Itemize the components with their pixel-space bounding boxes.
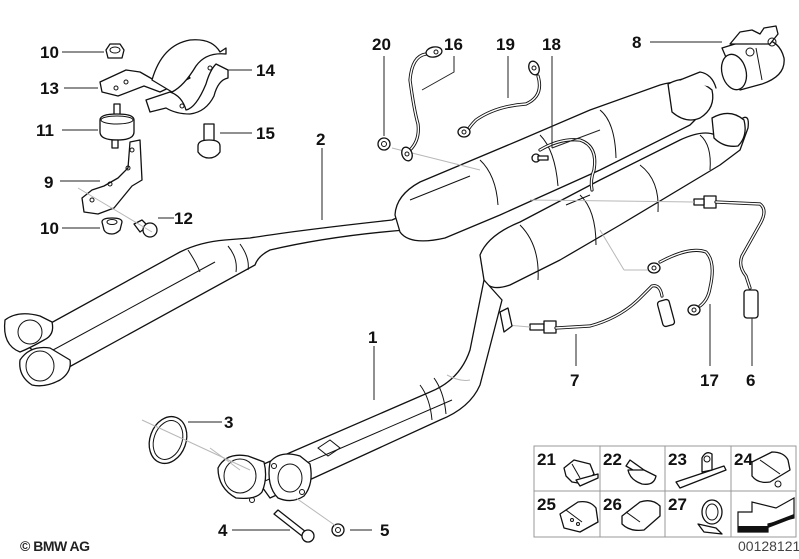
svg-text:22: 22 <box>603 450 622 469</box>
ground-strap-19[interactable] <box>457 60 542 138</box>
callout-16[interactable]: 16 <box>444 35 463 54</box>
callout-17[interactable]: 17 <box>700 371 719 390</box>
callout-4[interactable]: 4 <box>218 521 228 540</box>
cable-clip-icon <box>563 459 599 487</box>
svg-text:24: 24 <box>734 450 753 469</box>
flange-lower-front-1 <box>217 454 267 500</box>
legend-cell-22[interactable]: 22 <box>603 450 657 485</box>
strap-clip-icon <box>751 451 791 488</box>
callout-1[interactable]: 1 <box>368 328 377 347</box>
document-number: 00128121 <box>738 538 799 554</box>
pipe-clamp-8[interactable] <box>718 25 785 92</box>
callout-12[interactable]: 12 <box>174 209 193 228</box>
front-pipe-assembly[interactable] <box>3 71 749 503</box>
eyelet-clip-icon <box>675 452 727 489</box>
flange-upper-left <box>3 313 54 353</box>
flange-lower-front-2 <box>268 453 312 502</box>
nut-10-top[interactable] <box>105 43 125 59</box>
callout-10-bottom[interactable]: 10 <box>40 219 59 238</box>
callout-6[interactable]: 6 <box>746 371 755 390</box>
nut-10-bottom[interactable] <box>101 217 123 235</box>
oxygen-sensor-6[interactable] <box>693 195 766 319</box>
callout-2[interactable]: 2 <box>316 130 325 149</box>
gasket-ring-3[interactable] <box>143 411 193 468</box>
ground-strap-16[interactable] <box>400 46 443 163</box>
sensor-cable-18[interactable] <box>531 138 597 192</box>
nut-5[interactable] <box>331 523 345 537</box>
hose-clamp-icon <box>697 499 723 535</box>
rubber-mount-11[interactable] <box>99 103 135 149</box>
legend-cell-arrow[interactable] <box>737 496 795 533</box>
holder-13[interactable] <box>99 69 191 97</box>
flange-lower-left <box>19 346 71 387</box>
ground-strap-17[interactable] <box>647 248 714 316</box>
loop-clip-icon <box>621 500 661 532</box>
leader-lines <box>60 41 753 531</box>
cable-holder-icon <box>625 459 657 485</box>
callout-7[interactable]: 7 <box>570 371 579 390</box>
legend-cell-24[interactable]: 24 <box>734 450 791 488</box>
small-parts-legend: 21 22 23 24 <box>533 445 797 538</box>
callout-5[interactable]: 5 <box>380 521 389 540</box>
bolt-4[interactable] <box>273 509 315 543</box>
callout-9[interactable]: 9 <box>44 173 53 192</box>
svg-text:26: 26 <box>603 495 622 514</box>
callout-13[interactable]: 13 <box>40 79 59 98</box>
svg-text:23: 23 <box>668 450 687 469</box>
nut-20[interactable] <box>377 137 391 151</box>
callout-3[interactable]: 3 <box>224 413 233 432</box>
oxygen-sensor-7[interactable] <box>529 284 676 334</box>
svg-text:21: 21 <box>537 450 556 469</box>
callouts: 1 2 3 4 5 6 7 8 9 10 10 11 12 13 14 15 1… <box>36 33 755 540</box>
legend-cell-25[interactable]: 25 <box>537 495 599 533</box>
callout-19[interactable]: 19 <box>496 35 515 54</box>
bracket-9[interactable] <box>81 139 143 215</box>
legend-cell-26[interactable]: 26 <box>603 495 661 532</box>
copyright-notice: © BMW AG <box>20 538 90 554</box>
legend-cell-23[interactable]: 23 <box>668 450 727 489</box>
svg-text:27: 27 <box>668 495 687 514</box>
cable-clamp-icon <box>559 500 599 533</box>
clamp-strap-14[interactable] <box>145 39 229 115</box>
callout-20[interactable]: 20 <box>372 35 391 54</box>
legend-cell-27[interactable]: 27 <box>668 495 723 535</box>
svg-text:25: 25 <box>537 495 556 514</box>
callout-8[interactable]: 8 <box>632 33 641 52</box>
callout-14[interactable]: 14 <box>256 61 275 80</box>
callout-18[interactable]: 18 <box>542 35 561 54</box>
legend-cell-21[interactable]: 21 <box>537 450 599 487</box>
arrow-icon <box>737 496 795 533</box>
callout-11[interactable]: 11 <box>36 121 54 140</box>
callout-15[interactable]: 15 <box>256 124 275 143</box>
bolt-15[interactable] <box>197 123 221 159</box>
callout-10-top[interactable]: 10 <box>40 43 59 62</box>
